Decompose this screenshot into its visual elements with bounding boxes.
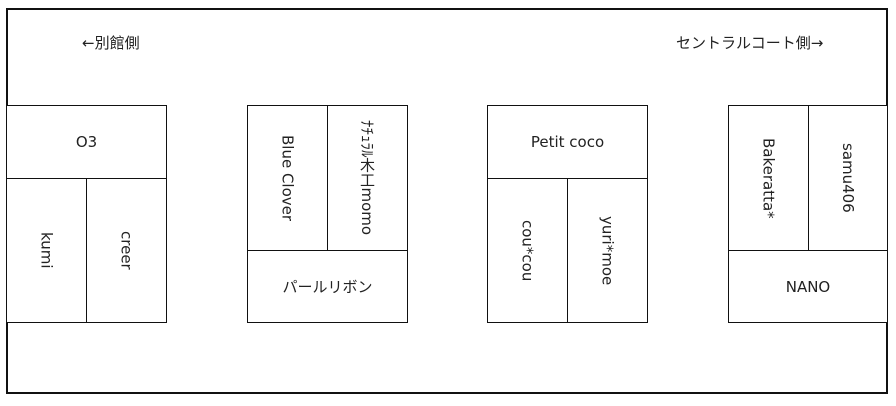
booth-label: yuri*moe <box>598 215 617 286</box>
booth-bakeratta: Bakeratta* <box>728 105 809 251</box>
booth-label: Blue Clover <box>278 134 297 222</box>
booth-label: cou*cou <box>518 219 537 282</box>
booth-label: creer <box>117 231 136 270</box>
booth-nano: NANO <box>728 250 888 323</box>
booth-creer: creer <box>86 178 167 323</box>
booth-pearl-ribbon: パールリボン <box>247 250 408 323</box>
booth-label: パールリボン <box>282 278 373 296</box>
booth-petit-coco: Petit coco <box>487 105 648 179</box>
booth-label: NANO <box>785 277 831 296</box>
booth-label: Bakeratta* <box>759 137 778 219</box>
booth-label: kumi <box>37 232 56 269</box>
booth-label: ﾅﾁｭﾗﾙ木工momo <box>358 120 376 236</box>
booth-natural-mokko-momo: ﾅﾁｭﾗﾙ木工momo <box>327 105 408 251</box>
booth-label: Petit coco <box>530 133 605 151</box>
booth-samu406: samu406 <box>808 105 888 251</box>
booth-cou-cou: cou*cou <box>487 178 568 323</box>
direction-right-label: セントラルコート側→ <box>676 34 824 52</box>
direction-left-label: ←別館側 <box>82 34 140 52</box>
booth-kumi: kumi <box>6 178 87 323</box>
booth-blue-clover: Blue Clover <box>247 105 328 251</box>
booth-o3: O3 <box>6 105 167 179</box>
booth-label: samu406 <box>839 143 857 213</box>
booth-label: O3 <box>75 133 98 151</box>
booth-yuri-moe: yuri*moe <box>567 178 648 323</box>
